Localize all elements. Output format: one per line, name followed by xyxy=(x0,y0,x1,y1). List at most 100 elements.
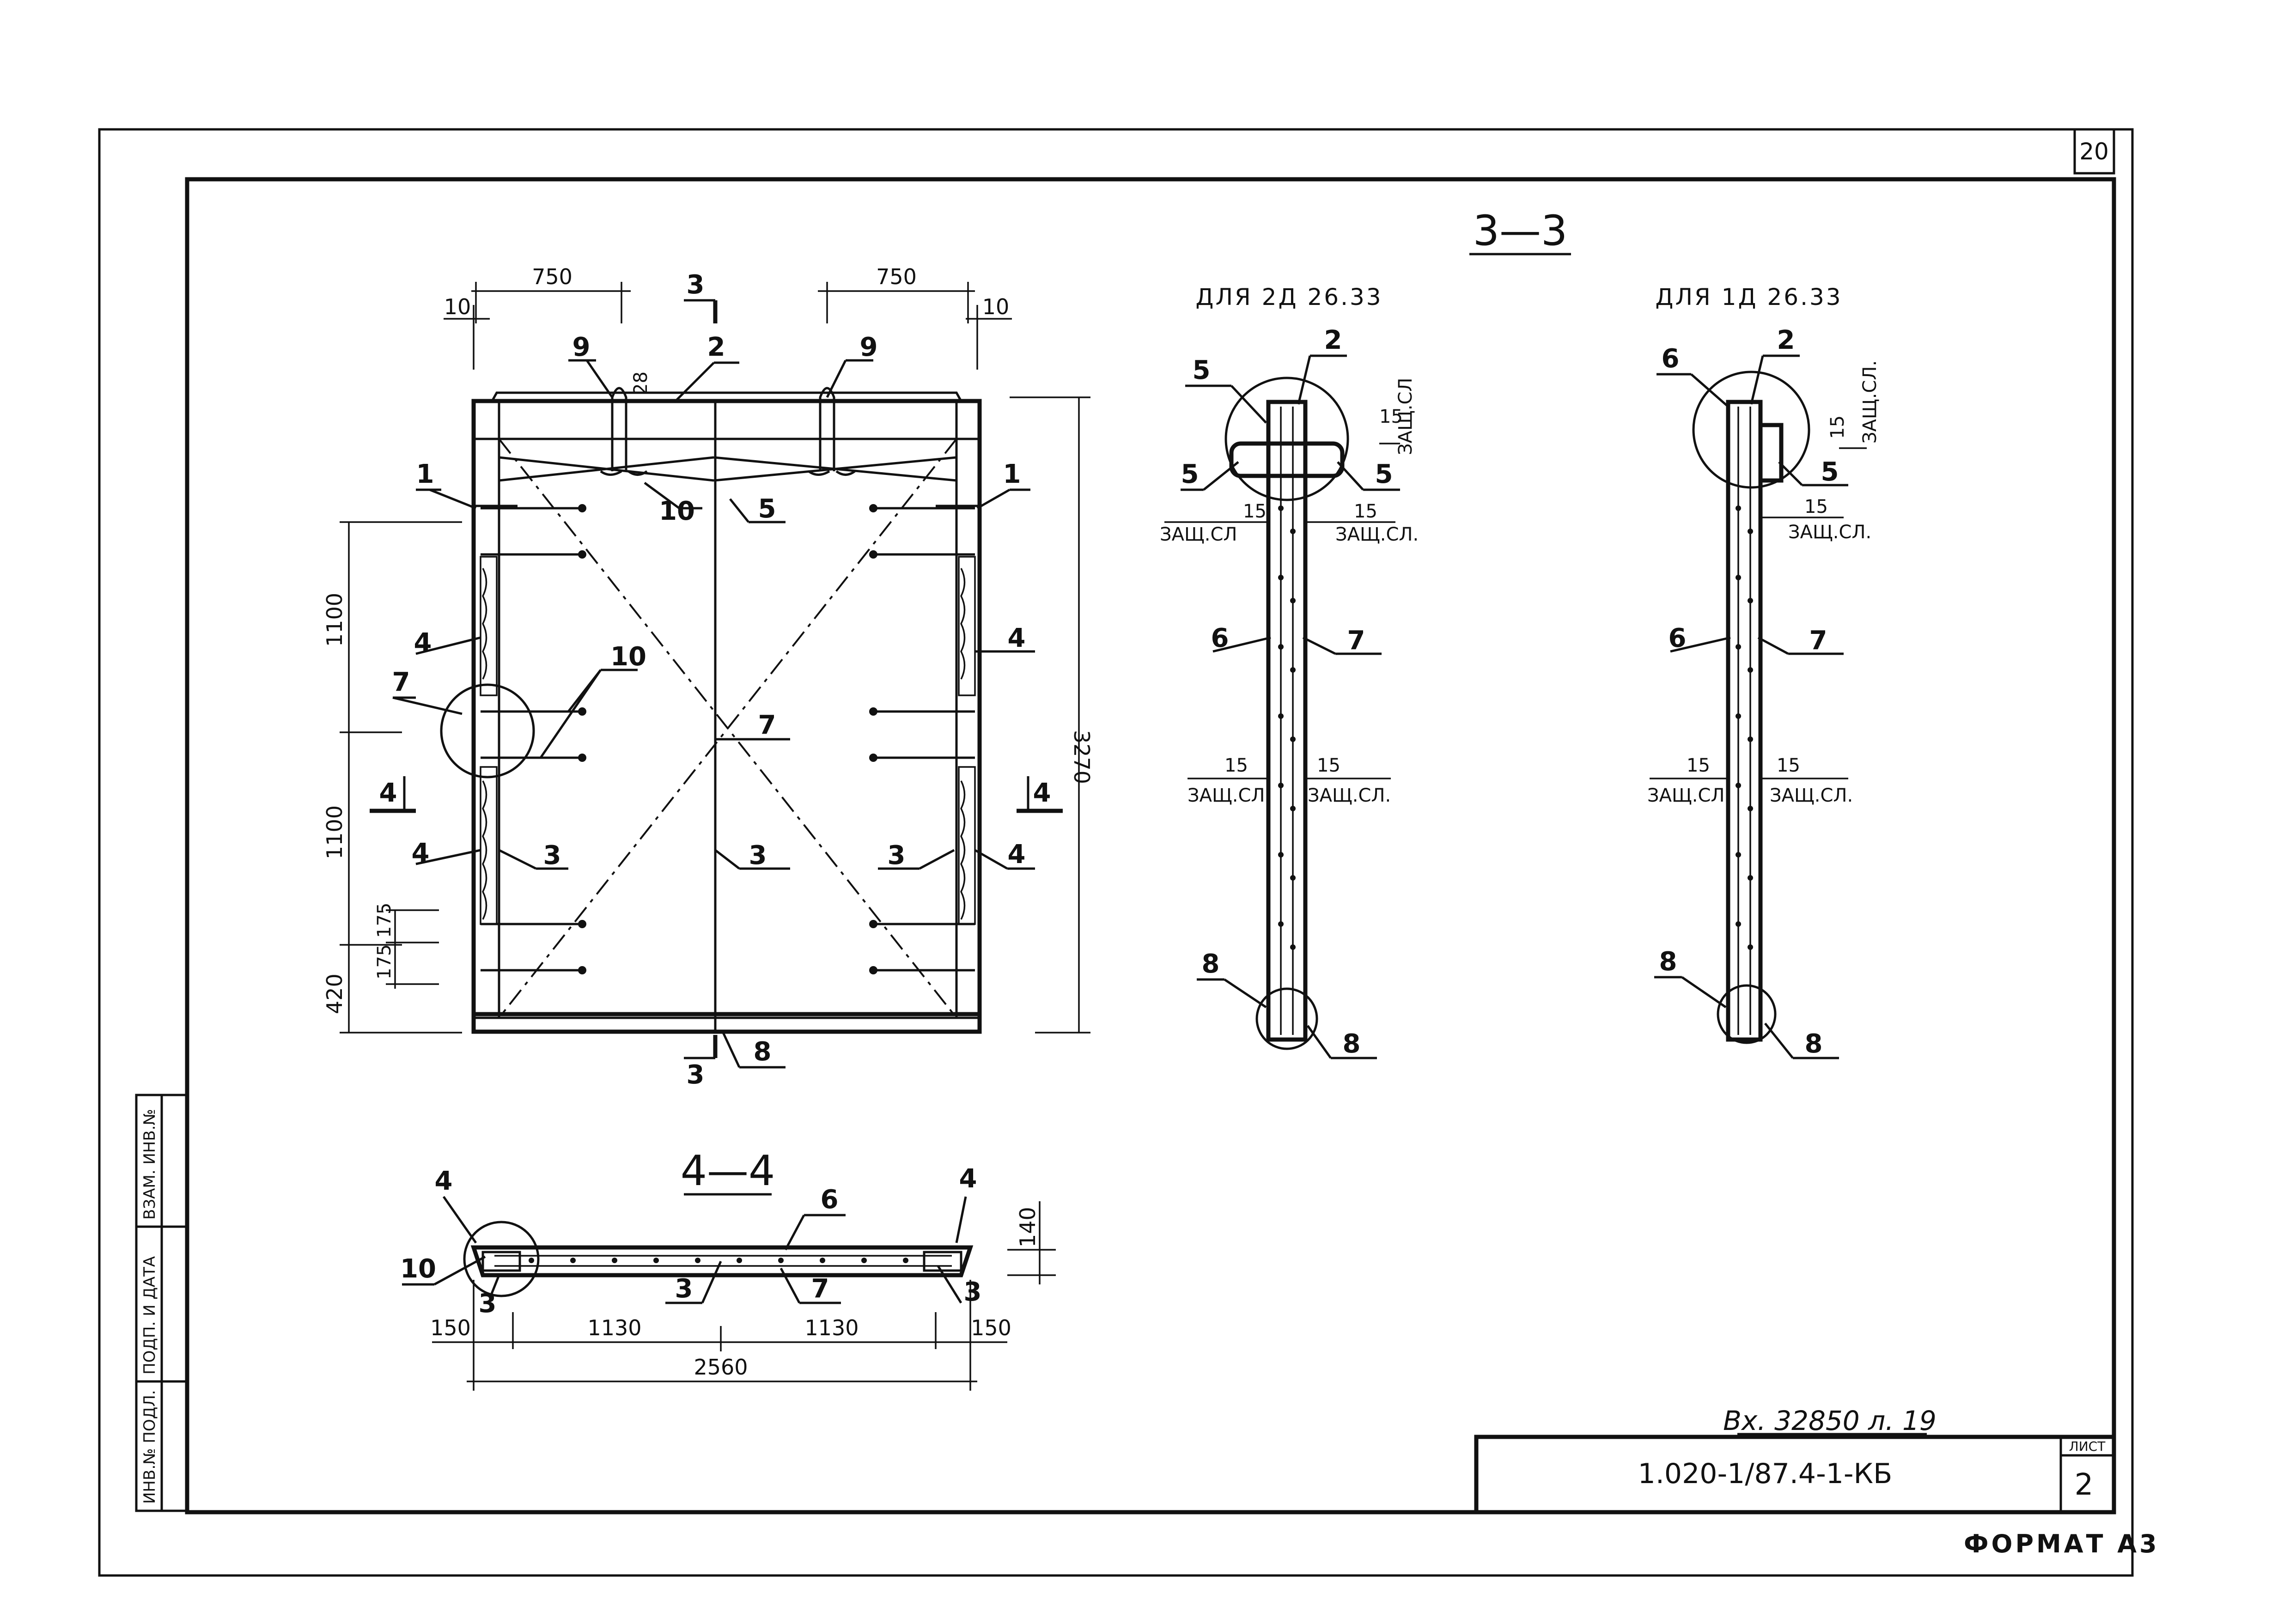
dim-750-right: 750 xyxy=(876,264,917,289)
dim-150-left: 150 xyxy=(430,1315,471,1340)
v2d-cover-l2-val: 15 xyxy=(1224,755,1248,776)
pos-9-left: 9 xyxy=(572,332,591,362)
v1d-cover-r1-label: ЗАЩ.СЛ. xyxy=(1788,522,1871,543)
pos-4-right-lower: 4 xyxy=(1008,839,1026,870)
dim-140: 140 xyxy=(1015,1207,1040,1247)
v1d-pos-5: 5 xyxy=(1821,457,1839,487)
pos-2-elev: 2 xyxy=(707,332,725,362)
cut-4-left: 4 xyxy=(379,778,397,808)
pos-4-right-upper: 4 xyxy=(1008,623,1026,653)
v2d-pos-2: 2 xyxy=(1324,325,1342,355)
s44-pos-3-left: 3 xyxy=(479,1289,497,1319)
v1d-pos-8-right: 8 xyxy=(1805,1029,1823,1059)
s44-pos-3-right: 3 xyxy=(964,1277,982,1307)
v2d-cover-r1-val: 15 xyxy=(1354,501,1377,522)
pos-3-center: 3 xyxy=(749,840,767,870)
dim-1100-lower: 1100 xyxy=(322,805,347,859)
v2d-cover-l2-label: ЗАЩ.СЛ. xyxy=(1188,785,1271,806)
v1d-pos-6: 6 xyxy=(1669,623,1687,653)
v1d-pos-7: 7 xyxy=(1809,626,1827,656)
cut-4-right: 4 xyxy=(1033,778,1051,808)
dim-420: 420 xyxy=(322,973,347,1014)
pos-1-left: 1 xyxy=(416,459,434,489)
variant-2d: ДЛЯ 2Д 26.33 2 5 5 xyxy=(1160,284,1419,1059)
dim-10-left: 10 xyxy=(444,294,471,319)
v1d-cover-top-val: 15 xyxy=(1827,415,1848,439)
pos-5-elev: 5 xyxy=(758,494,776,524)
v2d-cover-top-label: ЗАЩ.СЛ xyxy=(1395,378,1416,455)
v1d-cover-l2-label: ЗАЩ.СЛ xyxy=(1647,785,1724,806)
dim-10-right: 10 xyxy=(982,294,1010,319)
sheet-label: ЛИСТ xyxy=(2069,1439,2106,1454)
dim-1130-left: 1130 xyxy=(587,1315,641,1340)
v2d-cover-r2-val: 15 xyxy=(1317,755,1340,776)
pos-4-left-upper: 4 xyxy=(414,628,432,658)
stamp-podp-data: ПОДП. И ДАТА xyxy=(140,1256,159,1375)
v2d-pos-7: 7 xyxy=(1347,626,1365,656)
pos-7-center: 7 xyxy=(758,710,776,740)
pos-10-elev: 10 xyxy=(659,496,695,526)
dim-1130-right: 1130 xyxy=(804,1315,859,1340)
dim-175-a: 175 xyxy=(374,903,395,938)
v1d-pos-2: 2 xyxy=(1777,325,1795,355)
cut-3-bottom: 3 xyxy=(687,1060,705,1090)
v1d-cover-r1-val: 15 xyxy=(1804,496,1828,517)
v2d-cover-r1-label: ЗАЩ.СЛ. xyxy=(1335,524,1419,545)
s44-pos-4-right: 4 xyxy=(959,1164,977,1194)
v2d-pos-5-top: 5 xyxy=(1193,355,1211,385)
title-block: 1.020-1/87.4-1-КБ ЛИСТ 2 xyxy=(1474,1435,2116,1515)
cut-3-top: 3 xyxy=(687,270,705,300)
v2d-cover-l1-label: ЗАЩ.СЛ xyxy=(1160,524,1237,545)
v2d-cover-top-val: 15 xyxy=(1379,406,1403,427)
pos-10-left: 10 xyxy=(610,642,646,672)
v2d-pos-6-label: 6 xyxy=(1211,623,1229,653)
s44-pos-10: 10 xyxy=(400,1254,436,1284)
v2d-pos-5-right: 5 xyxy=(1375,459,1393,489)
dim-2560: 2560 xyxy=(694,1355,748,1380)
panel-outline xyxy=(471,399,982,1034)
pos-9-right: 9 xyxy=(860,332,878,362)
v2d-pos-8-right: 8 xyxy=(1343,1029,1361,1059)
v2d-pos-8-left: 8 xyxy=(1202,949,1220,979)
detail-circle-7 xyxy=(440,683,535,779)
sheet-no: 2 xyxy=(2075,1468,2094,1502)
section-33-title: 3—3 xyxy=(1473,207,1568,255)
s44-pos-7: 7 xyxy=(811,1274,829,1304)
s44-pos-6: 6 xyxy=(821,1185,839,1215)
dim-1100-upper: 1100 xyxy=(322,593,347,647)
sheet-frame: 20 xyxy=(98,128,2134,1577)
v1d-pos-6-top: 6 xyxy=(1662,344,1680,374)
v1d-pos-8-left: 8 xyxy=(1659,947,1677,977)
pos-1-right: 1 xyxy=(1003,459,1021,489)
sheet-number-top: 20 xyxy=(2079,138,2109,165)
section-44-title: 4—4 xyxy=(681,1147,775,1195)
v1d-cover-l2-val: 15 xyxy=(1687,755,1710,776)
stamp-vzam-inv: ВЗАМ. ИНВ.№ xyxy=(140,1109,159,1220)
pos-8-elev: 8 xyxy=(754,1037,772,1067)
format-label: ФОРМАТ А3 xyxy=(1964,1529,2160,1558)
pos-3-right: 3 xyxy=(888,840,906,870)
dim-150-right: 150 xyxy=(971,1315,1011,1340)
pos-7-left: 7 xyxy=(392,667,410,697)
dim-750-left: 750 xyxy=(532,264,572,289)
v2d-pos-5-left: 5 xyxy=(1181,459,1199,489)
pos-4-left-lower: 4 xyxy=(412,838,430,868)
stamp-inv-podl: ИНВ.№ ПОДЛ. xyxy=(140,1390,159,1504)
variant-1d: ДЛЯ 1Д 26.33 2 6 5 xyxy=(1647,284,1881,1059)
pos-3-left: 3 xyxy=(543,840,561,870)
incoming-stamp: Вх. 32850 л. 19 xyxy=(1723,1405,1937,1436)
v1d-cover-r2-val: 15 xyxy=(1777,755,1800,776)
dim-28: 28 xyxy=(630,371,652,395)
v2d-cover-l1-val: 15 xyxy=(1243,501,1267,522)
section-4-4: 4—4 4 4 6 10 3 3 7 3 xyxy=(400,1147,1056,1391)
dim-175-b: 175 xyxy=(374,944,395,979)
v2d-cover-r2-label: ЗАЩ.СЛ. xyxy=(1308,785,1391,806)
s44-pos-4-left: 4 xyxy=(435,1166,453,1196)
s44-pos-3-center: 3 xyxy=(675,1274,693,1304)
section-3-3: 3—3 ДЛЯ 2Д 26.33 2 xyxy=(1160,207,1881,1059)
dim-3270: 3270 xyxy=(1069,730,1094,784)
variant-2d-title: ДЛЯ 2Д 26.33 xyxy=(1195,284,1382,310)
elevation-view: 3 3 4 4 750 750 10 10 28 1100 110 xyxy=(322,264,1094,1090)
document-code: 1.020-1/87.4-1-КБ xyxy=(1638,1458,1893,1490)
